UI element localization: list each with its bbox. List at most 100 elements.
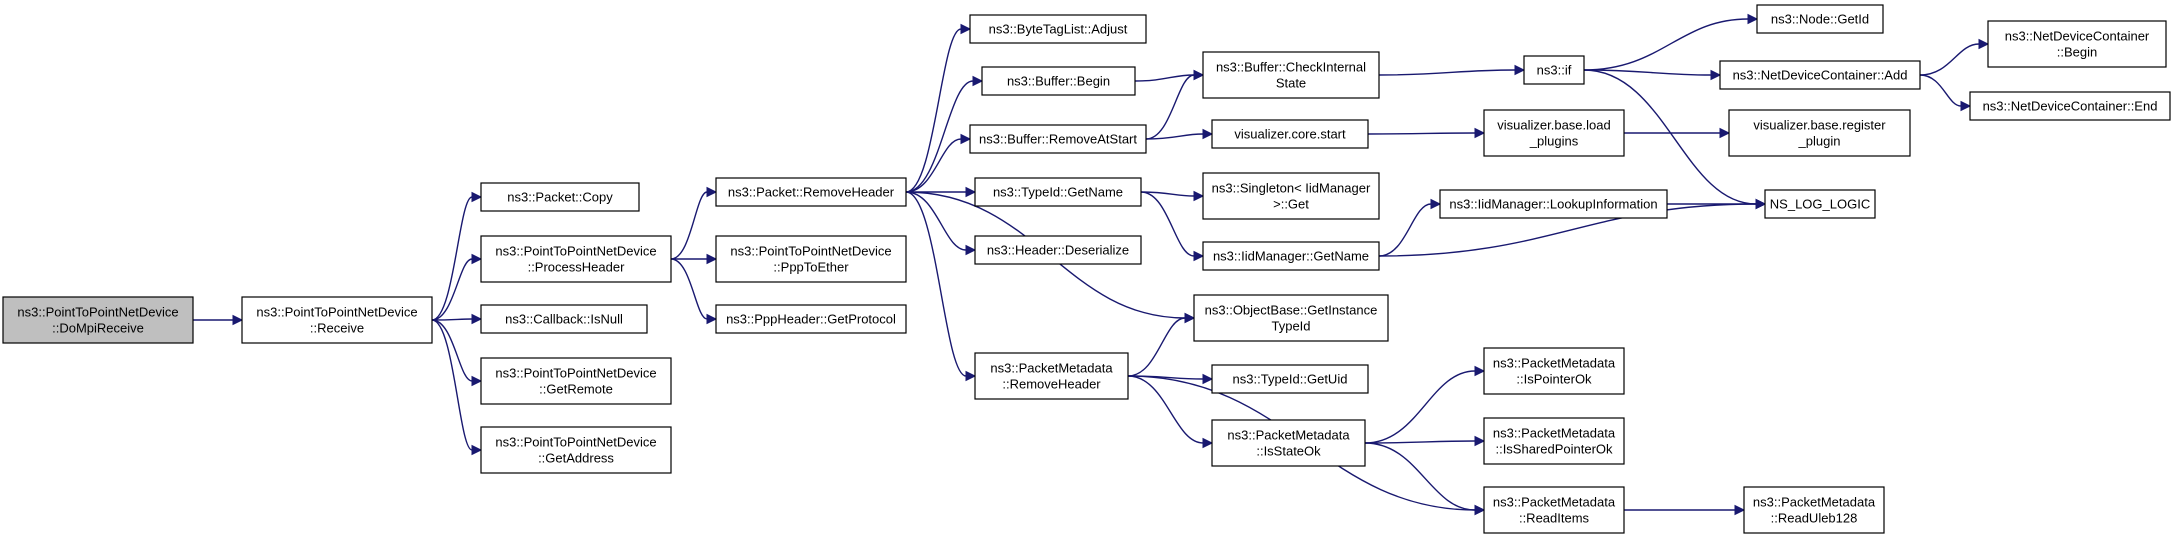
edge-processheader-to-ppptoether (671, 253, 718, 265)
edge-packetmetadata-isstateok-to-packetmetadata-readitems (1364, 442, 1486, 516)
node-iidmanager-getname[interactable]: ns3::IidManager::GetName (1202, 241, 1380, 271)
node-packetmetadata-isstateok[interactable]: ns3::PacketMetadata::IsStateOk (1211, 419, 1366, 467)
node-packet-copy[interactable]: ns3::Packet::Copy (480, 182, 640, 212)
node-packetmetadata-readuleb128[interactable]: ns3::PacketMetadata::ReadUleb128 (1743, 486, 1885, 534)
node-getremote[interactable]: ns3::PointToPointNetDevice::GetRemote (480, 357, 672, 405)
node-visualizer-base-register-plugin[interactable]: visualizer.base.register_plugin (1728, 109, 1911, 157)
node-label: ::IsPointerOk (1516, 372, 1592, 387)
edge-arrowhead (1474, 504, 1486, 516)
edge-line (1364, 370, 1476, 444)
node-box (1764, 189, 1876, 219)
node-visualizer-base-load-plugins[interactable]: visualizer.base.load_plugins (1483, 109, 1625, 157)
node-header-deserialize[interactable]: ns3::Header::Deserialize (974, 235, 1142, 265)
edge-line (1145, 74, 1195, 140)
node-box (1202, 51, 1380, 99)
node-label: >::Get (1273, 197, 1309, 212)
node-packetmetadata-ispointerok[interactable]: ns3::PacketMetadata::IsPointerOk (1483, 347, 1625, 395)
edge-line (1140, 191, 1195, 197)
node-label: ::DoMpiReceive (52, 321, 144, 336)
node-label: ns3::PointToPointNetDevice (495, 435, 656, 450)
node-label: ns3::PacketMetadata (1227, 428, 1350, 443)
node-box (715, 304, 907, 334)
node-box (974, 177, 1142, 207)
edge-packetmetadata-removeheader-to-objectbase-getinstancetypeid (1127, 312, 1196, 377)
node-iidmanager-lookupinformation[interactable]: ns3::IidManager::LookupInformation (1439, 189, 1668, 219)
node-label: ns3::NetDeviceContainer (2005, 29, 2150, 44)
node-label: ns3::TypeId::GetUid (1233, 372, 1348, 387)
node-label: ns3::PacketMetadata (1493, 356, 1616, 371)
edge-line (1583, 69, 1712, 76)
node-singleton-get[interactable]: ns3::Singleton< IidManager>::Get (1202, 172, 1380, 220)
node-label: ns3::PointToPointNetDevice (730, 244, 891, 259)
node-label: ns3::TypeId::GetName (993, 185, 1123, 200)
edge-arrowhead (471, 253, 483, 265)
node-label: ns3::Buffer::RemoveAtStart (979, 132, 1137, 147)
node-node-getid[interactable]: ns3::Node::GetId (1756, 4, 1884, 34)
node-box (241, 296, 433, 344)
node-domprireceive[interactable]: ns3::PointToPointNetDevice::DoMpiReceive (2, 296, 194, 344)
node-packetmetadata-issharedpointerok[interactable]: ns3::PacketMetadata::IsSharedPointerOk (1483, 417, 1625, 465)
node-label: NS_LOG_LOGIC (1770, 197, 1870, 212)
edge-packet-removeheader-to-buffer-begin (905, 75, 984, 193)
edge-arrowhead (706, 253, 718, 265)
edge-line (1378, 69, 1516, 76)
edge-arrowhead (1978, 38, 1990, 50)
edge-line (431, 319, 473, 382)
edge-arrowhead (1474, 435, 1486, 447)
node-label: ::Begin (2057, 45, 2097, 60)
edge-receive-to-callback-isnull (431, 313, 483, 325)
node-label: ns3::PacketMetadata (1493, 495, 1616, 510)
node-netdevicecontainer-end[interactable]: ns3::NetDeviceContainer::End (1969, 91, 2171, 121)
node-ppptoether[interactable]: ns3::PointToPointNetDevice::PppToEther (715, 235, 907, 283)
node-processheader[interactable]: ns3::PointToPointNetDevice::ProcessHeade… (480, 235, 672, 283)
node-label: ns3::PointToPointNetDevice (17, 305, 178, 320)
node-ns3-if[interactable]: ns3::if (1523, 55, 1585, 85)
edge-arrowhead (965, 244, 977, 256)
edge-arrowhead (1202, 437, 1214, 449)
node-typeid-getname[interactable]: ns3::TypeId::GetName (974, 177, 1142, 207)
edge-line (431, 318, 473, 321)
node-packetmetadata-removeheader[interactable]: ns3::PacketMetadata::RemoveHeader (974, 352, 1129, 400)
edge-arrowhead (1202, 373, 1214, 385)
edge-line (670, 258, 708, 320)
node-netdevicecontainer-begin[interactable]: ns3::NetDeviceContainer::Begin (1987, 20, 2167, 68)
edge-packetmetadata-isstateok-to-packetmetadata-issharedpointerok (1364, 435, 1486, 447)
edge-arrowhead (1202, 128, 1214, 140)
edge-arrowhead (1474, 127, 1486, 139)
node-box (1211, 419, 1366, 467)
node-pppheader-getprotocol[interactable]: ns3::PppHeader::GetProtocol (715, 304, 907, 334)
edge-line (1583, 69, 1757, 205)
edge-ns3-if-to-node-getid (1583, 13, 1759, 71)
edge-arrowhead (1960, 100, 1972, 112)
node-visualizer-core-start[interactable]: visualizer.core.start (1211, 119, 1369, 149)
node-box (480, 182, 640, 212)
node-label: ns3::IidManager::GetName (1213, 249, 1369, 264)
node-bytetaglist-adjust[interactable]: ns3::ByteTagList::Adjust (969, 14, 1147, 44)
node-buffer-removeatstart[interactable]: ns3::Buffer::RemoveAtStart (969, 124, 1147, 154)
node-typeid-getuid[interactable]: ns3::TypeId::GetUid (1211, 364, 1369, 394)
edge-arrowhead (1719, 127, 1731, 139)
node-getaddress[interactable]: ns3::PointToPointNetDevice::GetAddress (480, 426, 672, 474)
edge-line (1378, 203, 1757, 257)
node-callback-isnull[interactable]: ns3::Callback::IsNull (480, 304, 648, 334)
node-packet-removeheader[interactable]: ns3::Packet::RemoveHeader (715, 177, 907, 207)
node-buffer-begin[interactable]: ns3::Buffer::Begin (981, 66, 1136, 96)
node-receive[interactable]: ns3::PointToPointNetDevice::Receive (241, 296, 433, 344)
node-ns-log-logic[interactable]: NS_LOG_LOGIC (1764, 189, 1876, 219)
node-netdevicecontainer-add[interactable]: ns3::NetDeviceContainer::Add (1719, 60, 1921, 90)
edge-line (905, 191, 967, 251)
node-label: ::ProcessHeader (528, 260, 625, 275)
edge-arrowhead (1193, 69, 1205, 81)
edge-arrowhead (471, 444, 483, 456)
edge-iidmanager-lookupinformation-to-ns-log-logic (1667, 198, 1767, 210)
edge-line (1378, 203, 1432, 257)
node-label: ns3::Buffer::Begin (1007, 74, 1110, 89)
edge-line (905, 28, 962, 193)
node-label: ::ReadItems (1519, 511, 1590, 526)
node-box (480, 304, 648, 334)
node-box (1211, 364, 1369, 394)
edge-line (905, 191, 967, 377)
node-packetmetadata-readitems[interactable]: ns3::PacketMetadata::ReadItems (1483, 486, 1625, 534)
